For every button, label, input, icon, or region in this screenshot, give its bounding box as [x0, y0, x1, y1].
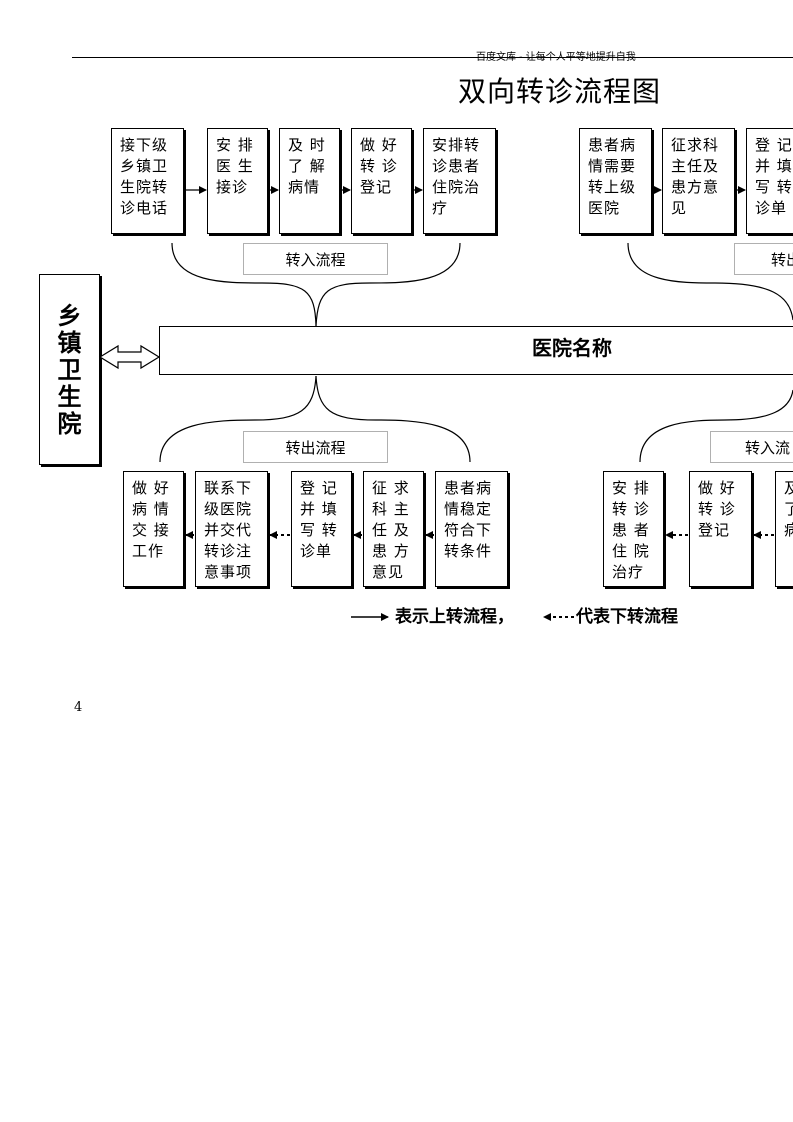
flow-step-box: 安 排 转 诊 患 者 住 院 治疗 [603, 471, 664, 587]
flow-step-box: 征 求 科 主 任 及 患 方 意见 [363, 471, 424, 587]
flow-step-box: 及 了 病 [775, 471, 793, 587]
brace-top-left [171, 242, 461, 327]
legend-down-text: 代表下转流程 [576, 607, 678, 627]
page-number: 4 [74, 700, 83, 715]
flow-label-in-top: 转入流程 [243, 243, 388, 275]
flow-step-box: 安排转 诊患者 住院治 疗 [423, 128, 496, 234]
flow-step-box: 征求科 主任及 患方意 见 [662, 128, 735, 234]
brace-bottom-right [639, 389, 793, 463]
flow-step-box: 患者病 情稳定 符合下 转条件 [435, 471, 508, 587]
diagram-title: 双向转诊流程图 [458, 75, 662, 108]
legend-up-text: 表示上转流程， [395, 607, 514, 627]
bidirectional-arrow [98, 344, 161, 370]
header-rule [72, 57, 793, 58]
flow-label-out-top: 转出 [734, 243, 793, 275]
flow-step-box: 患者病 情需要 转上级 医院 [579, 128, 652, 234]
flow-step-box: 做 好 病 情 交 接 工作 [123, 471, 184, 587]
flow-step-box: 接下级 乡镇卫 生院转 诊电话 [111, 128, 184, 234]
flow-step-box: 做 好 转 诊 登记 [351, 128, 412, 234]
flow-label-in-bottom: 转入流 [710, 431, 793, 463]
flow-step-box: 登 记 并 填 写 转 诊单 [746, 128, 793, 234]
township-hospital-box: 乡 镇 卫 生 院 [39, 274, 100, 465]
brace-top-right [627, 242, 793, 321]
flow-step-box: 及 时 了 解 病情 [279, 128, 340, 234]
flow-step-box: 联系下 级医院 并交代 转诊注 意事项 [195, 471, 268, 587]
flow-step-box: 安 排 医 生 接诊 [207, 128, 268, 234]
flow-label-out-bottom: 转出流程 [243, 431, 388, 463]
flow-step-box: 登 记 并 填 写 转 诊单 [291, 471, 352, 587]
hospital-name-box: 医院名称 [159, 326, 793, 375]
brace-bottom-left [159, 375, 471, 463]
flow-step-box: 做 好 转 诊 登记 [689, 471, 752, 587]
